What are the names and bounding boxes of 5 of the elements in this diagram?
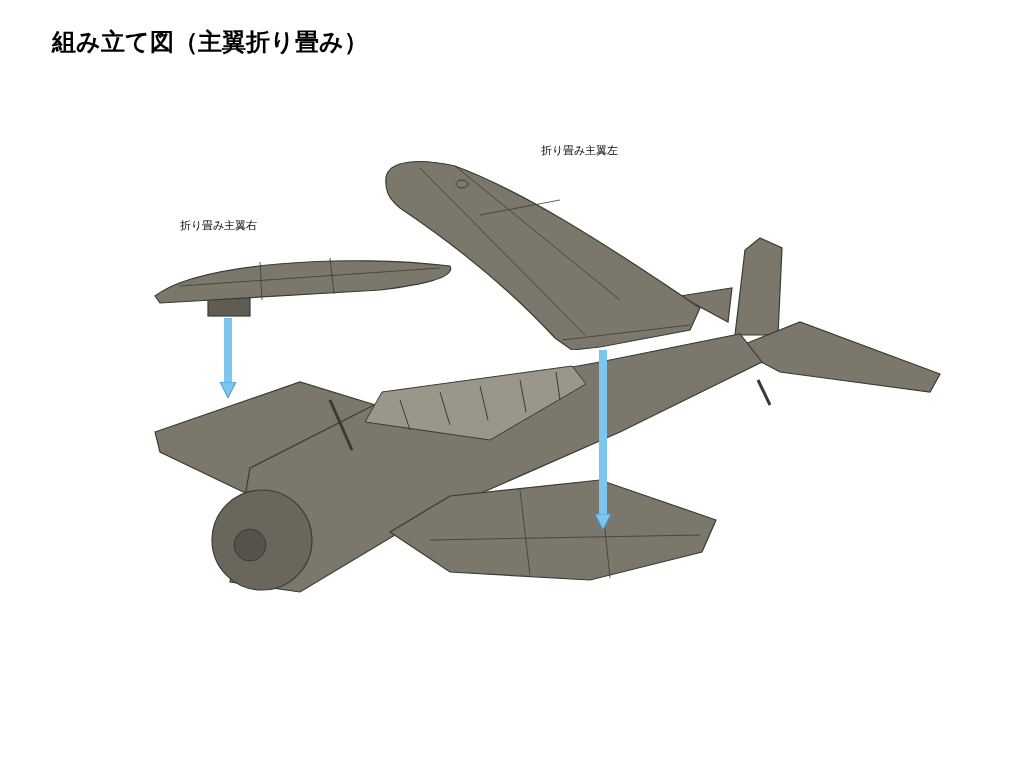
part-label: 折り畳み主翼左: [541, 143, 618, 159]
part-label: 折り畳み主翼右: [180, 218, 257, 234]
arrow: [594, 350, 612, 531]
title: 組み立て図（主翼折り畳み）: [52, 27, 368, 58]
arrow: [219, 318, 237, 399]
